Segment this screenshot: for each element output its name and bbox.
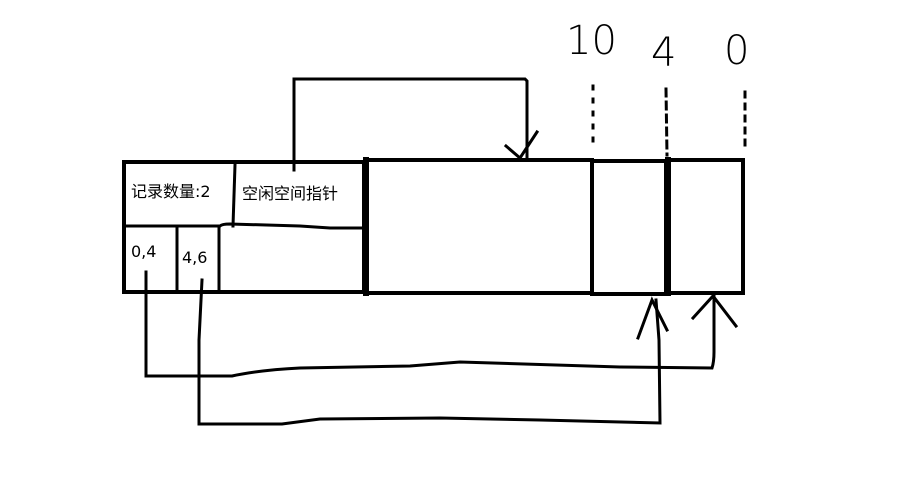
- record-count-label: 记录数量:2: [131, 182, 211, 201]
- offset-label-10: 10: [566, 18, 617, 64]
- slot-4-6-arrow: [197, 278, 662, 426]
- free-space-pointer-label: 空闲空间指针: [242, 184, 339, 203]
- slot-entry-2: 4,6: [182, 248, 208, 267]
- header-col-divider: [231, 163, 237, 228]
- offset-label-4: 4: [651, 30, 677, 76]
- offset-label-0: 0: [724, 28, 750, 74]
- free-space-region: [364, 158, 594, 295]
- free-space-pointer-arrow: [292, 77, 529, 172]
- record-region-offset-0: [666, 158, 745, 295]
- record-region-offset-4: [590, 159, 668, 296]
- slot-0-4-arrow: [144, 270, 716, 378]
- slot-entry-1: 0,4: [131, 242, 157, 261]
- header-row-divider: [122, 222, 366, 230]
- offset-guide-4: [664, 87, 669, 157]
